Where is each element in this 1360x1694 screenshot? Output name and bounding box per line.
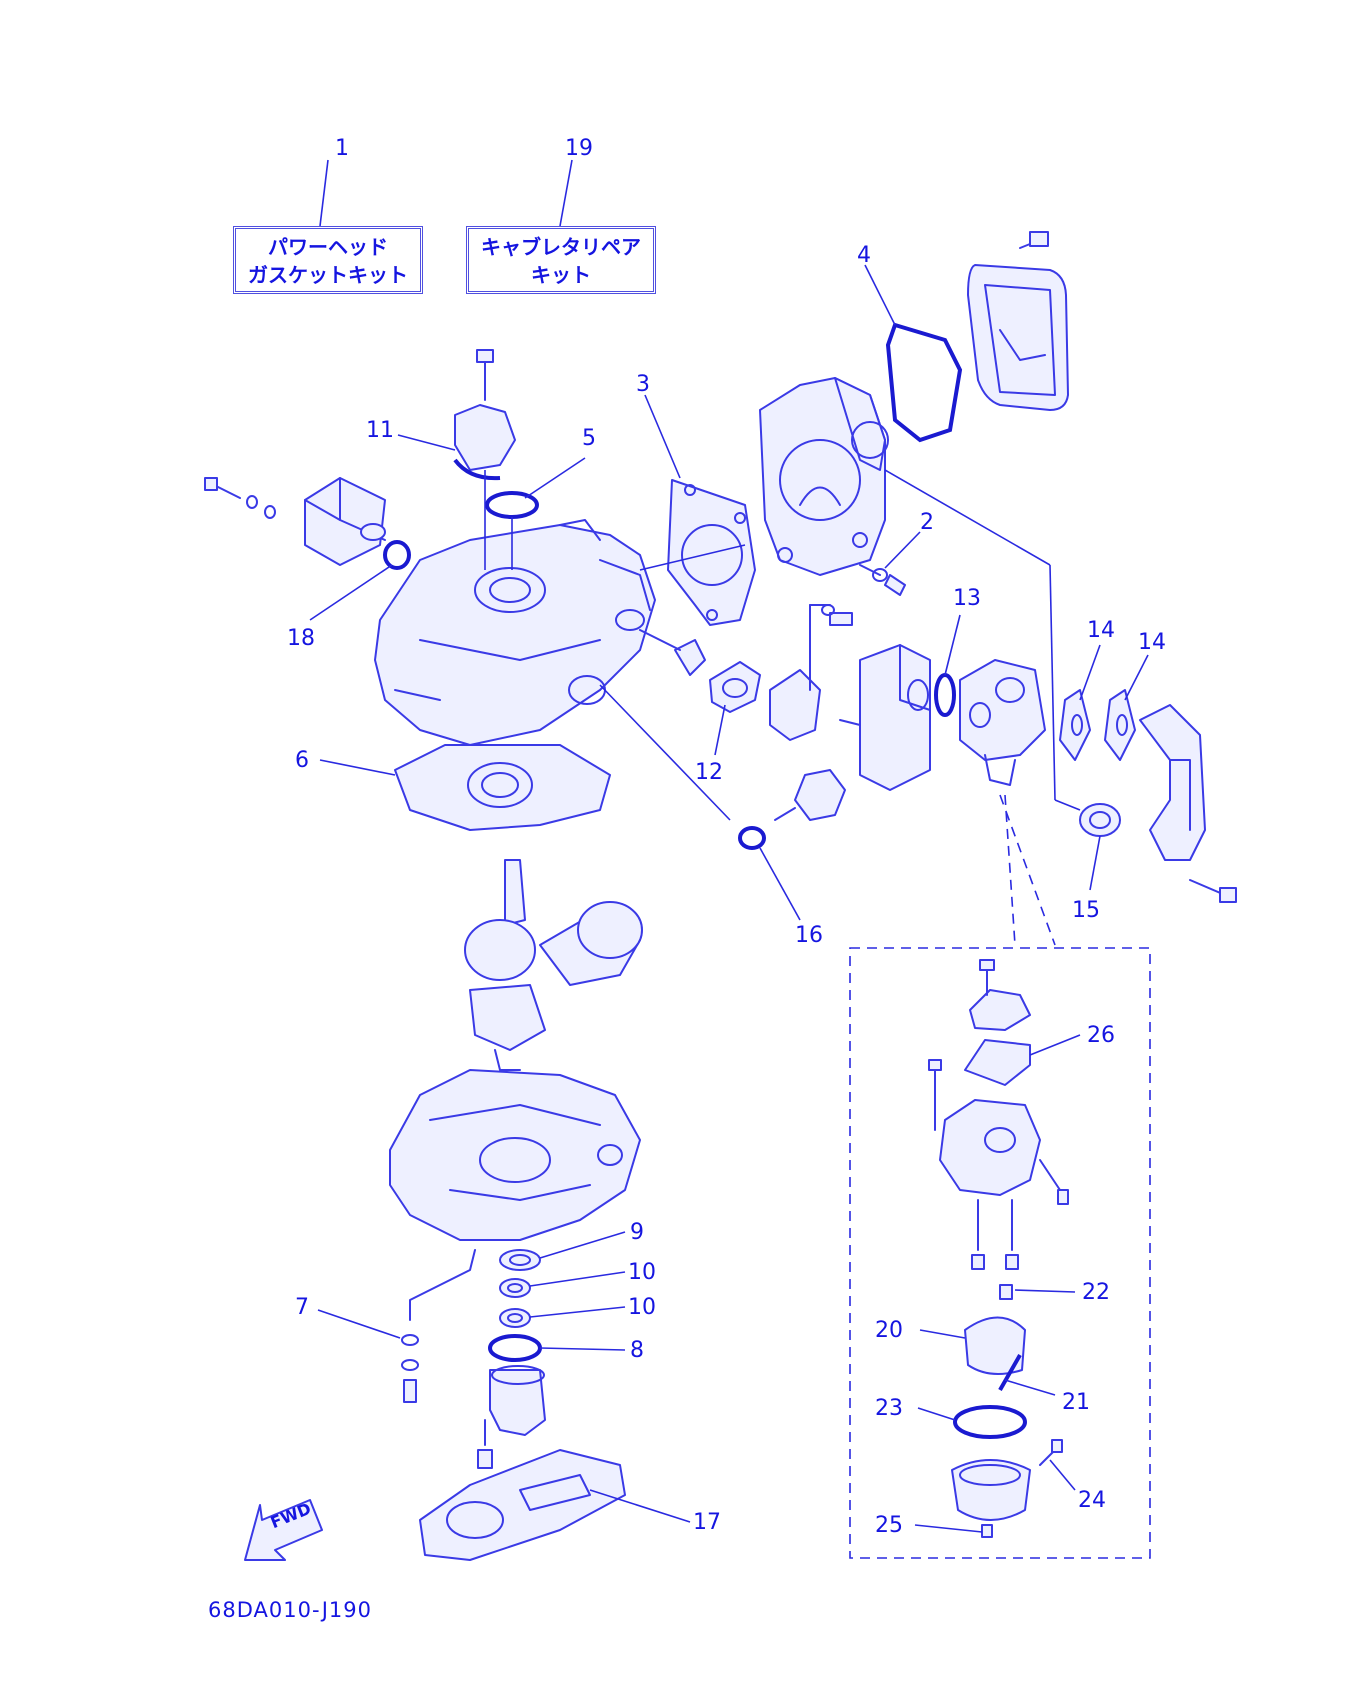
float-chamber-gasket-23 (953, 1405, 1027, 1439)
gasket-14a (1059, 689, 1091, 761)
part-label-21: 21 (1062, 1390, 1090, 1415)
gasket-6 (394, 744, 611, 831)
part-label-4: 4 (857, 243, 871, 268)
part-label-5: 5 (582, 426, 596, 451)
cylinder-head-cover (967, 231, 1069, 411)
intake-manifold (1139, 704, 1237, 903)
oil-seal-9 (499, 1249, 541, 1271)
gasket-4 (885, 322, 963, 443)
part-label-10b: 10 (628, 1295, 656, 1320)
crankcase (389, 1069, 641, 1241)
part-label-24: 24 (1078, 1488, 1106, 1513)
part-label-6: 6 (295, 748, 309, 773)
drawing-code: 68DA010-J190 (208, 1598, 372, 1622)
kit-1-line1: パワーヘッド (268, 235, 388, 259)
bearing-10b (499, 1308, 531, 1328)
part-label-13: 13 (953, 586, 981, 611)
o-ring-18 (383, 540, 411, 570)
gasket-14b (1104, 689, 1136, 761)
float-20 (964, 1316, 1026, 1375)
part-label-12: 12 (695, 760, 723, 785)
cylinder-head (759, 377, 889, 576)
bolt-2 (859, 564, 906, 596)
part-label-8: 8 (630, 1338, 644, 1363)
kit-19-line1: キャブレタリペア (481, 235, 641, 259)
part-label-10a: 10 (628, 1260, 656, 1285)
part-label-3: 3 (636, 372, 650, 397)
crankshaft-piston (464, 859, 643, 1071)
gasket-12 (709, 661, 761, 713)
part-label-14b: 14 (1138, 630, 1166, 655)
carburetor-detail-box (849, 947, 1151, 1559)
oil-seal-5 (485, 491, 539, 519)
part-label-15: 15 (1072, 898, 1100, 923)
part-label-14a: 14 (1087, 618, 1115, 643)
carburetor-repair-kit-box: キャブレタリペア キット (466, 226, 656, 294)
kit-number-19: 19 (565, 136, 593, 161)
fuel-pump (204, 477, 386, 566)
fwd-arrow (244, 1499, 323, 1561)
float-pin-21 (998, 1354, 1022, 1391)
carburetor (959, 659, 1046, 786)
part-label-9: 9 (630, 1220, 644, 1245)
part-label-2: 2 (920, 510, 934, 535)
part-label-18: 18 (287, 626, 315, 651)
o-ring-13 (934, 673, 956, 717)
gasket-26 (964, 1039, 1031, 1086)
part-label-16: 16 (795, 923, 823, 948)
part-label-26: 26 (1087, 1023, 1115, 1048)
seal-15 (1079, 803, 1121, 837)
oil-filler-cap (774, 769, 846, 821)
o-ring-16 (738, 826, 766, 850)
kit-1-line2: ガスケットキット (248, 263, 408, 287)
intake-silencer (839, 644, 931, 791)
power-head-gasket-kit-box: パワーヘッド ガスケットキット (233, 226, 423, 294)
bearing-10a (499, 1278, 531, 1298)
drain-screw-25 (981, 1524, 993, 1538)
kit-19-line2: キット (531, 263, 591, 287)
thermostat-cover (454, 404, 516, 471)
o-ring-8 (488, 1334, 542, 1362)
kit-number-1: 1 (335, 136, 349, 161)
gasket-17 (419, 1449, 626, 1561)
part-label-22: 22 (1082, 1280, 1110, 1305)
part-label-17: 17 (693, 1510, 721, 1535)
washer-7 (401, 1334, 419, 1346)
part-label-11: 11 (366, 418, 394, 443)
part-label-25: 25 (875, 1513, 903, 1538)
part-label-20: 20 (875, 1318, 903, 1343)
part-label-7: 7 (295, 1295, 309, 1320)
part-label-23: 23 (875, 1396, 903, 1421)
cylinder-block (374, 519, 656, 746)
